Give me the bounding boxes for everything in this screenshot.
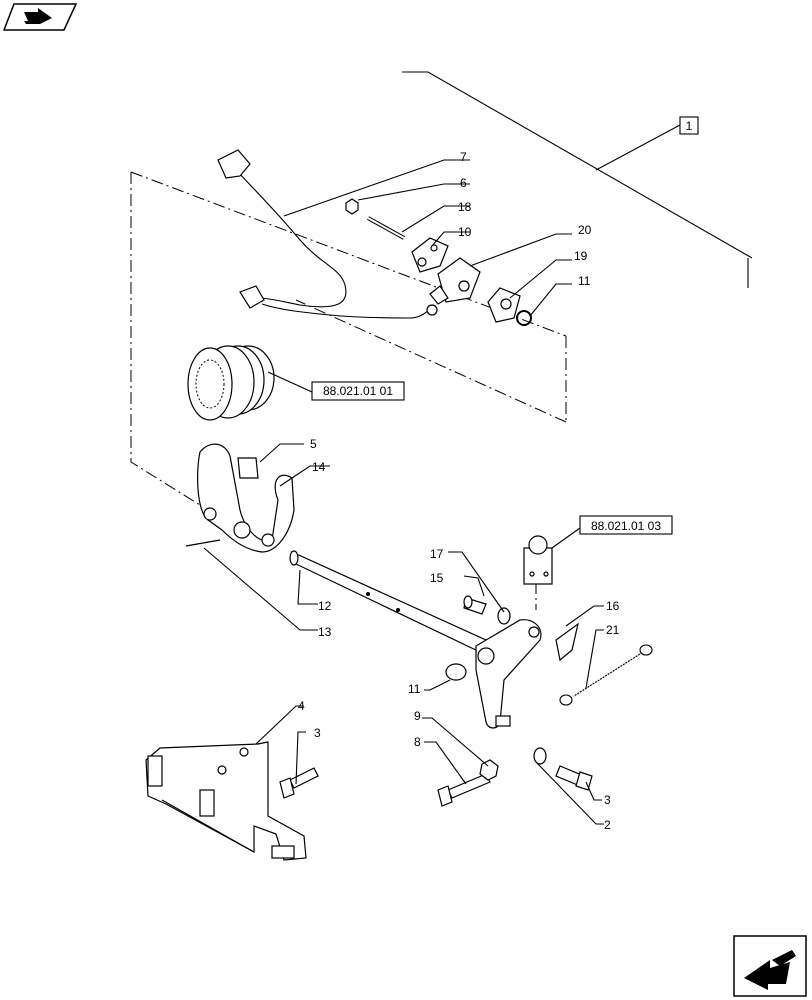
label-part-1: 1: [686, 119, 693, 133]
label-part-2: 2: [604, 818, 611, 832]
label-part-8: 8: [414, 735, 421, 749]
bolt-part-3-right: [555, 765, 593, 791]
label-part-5: 5: [310, 437, 317, 451]
mounting-bracket-part-4: [145, 741, 307, 861]
gear-reference-label: 88.021.01 01: [323, 384, 393, 398]
label-part-20: 20: [578, 223, 592, 237]
nut-part-9: [479, 759, 499, 781]
sensor-assembly: [523, 535, 553, 585]
bolt-part-3-left: [279, 767, 319, 799]
stud-part-18: [367, 216, 405, 240]
leader-lines: [203, 159, 604, 825]
sensor-reference-label: 88.021.01 03: [591, 519, 661, 533]
nut-part-6: [345, 198, 359, 215]
washer-part-17: [497, 607, 511, 625]
previous-page-icon[interactable]: [2, 3, 78, 31]
label-part-11-top: 11: [578, 274, 591, 288]
label-part-1-box: 1: [679, 116, 699, 135]
gear-reference-box[interactable]: 88.021.01 01: [311, 381, 405, 401]
label-part-21: 21: [606, 623, 620, 637]
sensor-bracket-part-10: [411, 237, 449, 273]
gear-assembly: [187, 345, 275, 421]
label-part-12: 12: [318, 599, 332, 613]
label-part-19: 19: [574, 249, 588, 263]
pin-part-13: [185, 539, 221, 547]
snap-ring-part-11-top: [516, 310, 532, 326]
label-part-15: 15: [430, 571, 444, 585]
label-part-16: 16: [606, 599, 620, 613]
pin-part-5: [237, 457, 259, 479]
label-part-11-bottom: 11: [408, 682, 421, 696]
label-part-17: 17: [430, 547, 444, 561]
clip-part-16: [555, 622, 579, 662]
bolt-part-8: [437, 773, 491, 807]
lever-arm: [475, 619, 542, 729]
pin-part-15: [463, 595, 487, 615]
label-part-7: 7: [460, 150, 467, 164]
label-part-14: 14: [312, 460, 326, 474]
assembly-bracket: [402, 71, 753, 288]
label-part-13: 13: [318, 625, 332, 639]
label-part-4: 4: [298, 699, 305, 713]
washer-part-11: [445, 663, 467, 681]
label-part-3-left: 3: [314, 726, 321, 740]
wire-harness: [217, 149, 438, 319]
label-part-10: 10: [458, 225, 472, 239]
label-part-6: 6: [460, 176, 467, 190]
shift-fork-part-14: [197, 443, 295, 553]
sensor-reference-box[interactable]: 88.021.01 03: [579, 515, 673, 535]
next-page-icon[interactable]: [733, 935, 807, 997]
label-part-9: 9: [414, 709, 421, 723]
label-part-18: 18: [458, 200, 472, 214]
label-part-3-right: 3: [604, 793, 611, 807]
spring-part-21: [559, 644, 653, 706]
sensor-body-part-20: [429, 257, 481, 305]
washer-part-2: [533, 747, 547, 765]
